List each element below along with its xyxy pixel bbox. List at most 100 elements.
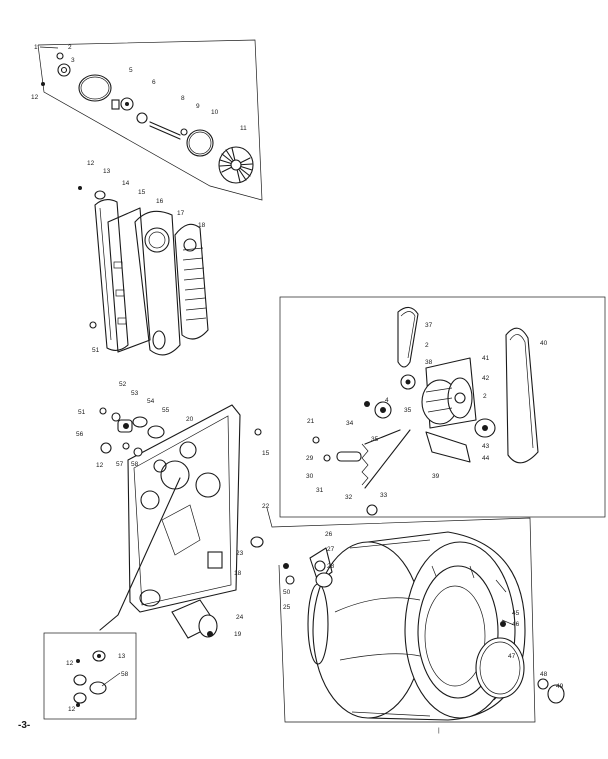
callout-label: 44 bbox=[482, 455, 490, 462]
blower-shaft bbox=[149, 121, 181, 136]
bottom-mark: | bbox=[438, 727, 440, 734]
callout-label: 39 bbox=[432, 473, 440, 480]
callout-label: 26 bbox=[325, 531, 333, 538]
callout-label: 51 bbox=[92, 347, 100, 354]
panel-opening bbox=[160, 460, 190, 490]
callout-label: 5 bbox=[129, 67, 133, 74]
callout-label: 20 bbox=[186, 416, 194, 423]
wire-harness bbox=[99, 477, 181, 631]
drive-belt bbox=[397, 306, 419, 368]
callout-label: 58 bbox=[131, 461, 139, 468]
callout-label: 56 bbox=[76, 431, 84, 438]
drive-motor bbox=[421, 377, 473, 425]
duct-panel bbox=[107, 207, 151, 353]
callout-label: 23 bbox=[236, 550, 244, 557]
callout-label: 12 bbox=[68, 706, 76, 713]
callout-label: 2 bbox=[68, 44, 72, 51]
rear-panel bbox=[127, 404, 241, 613]
motor-bracket bbox=[425, 431, 471, 463]
blower-wheel bbox=[218, 146, 254, 184]
inset-box bbox=[43, 632, 137, 720]
bearing-part bbox=[136, 112, 148, 124]
callout-label: 35 bbox=[404, 407, 412, 414]
screw-part bbox=[89, 321, 97, 329]
callout-label: 12 bbox=[96, 462, 104, 469]
callout-label: 52 bbox=[119, 381, 127, 388]
foot-part bbox=[537, 678, 549, 690]
callout-label: 17 bbox=[177, 210, 185, 217]
callout-label: 48 bbox=[540, 671, 548, 678]
motor-assembly-box bbox=[279, 296, 606, 518]
callout-label: 2 bbox=[425, 342, 429, 349]
callout-label: 51 bbox=[78, 409, 86, 416]
callout-label: 6 bbox=[152, 79, 156, 86]
callout-label: 10 bbox=[211, 109, 219, 116]
bearing-part bbox=[57, 63, 71, 77]
callout-label: 13 bbox=[118, 653, 126, 660]
callout-label: 12 bbox=[66, 660, 74, 667]
callout-label: 12 bbox=[87, 160, 95, 167]
screw-part bbox=[41, 82, 45, 86]
idler-belt bbox=[505, 327, 539, 464]
callout-label: 18 bbox=[234, 570, 242, 577]
callout-label: 19 bbox=[234, 631, 242, 638]
callout-label: 55 bbox=[162, 407, 170, 414]
callout-label: 41 bbox=[482, 355, 490, 362]
callout-label: 32 bbox=[345, 494, 353, 501]
callout-label: 33 bbox=[380, 492, 388, 499]
blower-seal bbox=[186, 129, 214, 157]
callout-label: 54 bbox=[147, 398, 155, 405]
thermostat-parts bbox=[99, 407, 165, 457]
callout-label: 2 bbox=[483, 393, 487, 400]
inset-detail-group: 13 12 58 12 bbox=[43, 632, 137, 720]
idler-pulley-arm bbox=[312, 436, 362, 462]
rear-panel-group: 52 53 54 55 51 56 12 57 58 20 15 23 18 2… bbox=[76, 381, 270, 639]
seal-strip bbox=[94, 199, 129, 351]
callout-label: 46 bbox=[512, 621, 520, 628]
callout-label: 4 bbox=[385, 397, 389, 404]
screw-part bbox=[94, 190, 106, 200]
screw-part bbox=[56, 52, 64, 60]
callout-label: 29 bbox=[306, 455, 314, 462]
blower-assembly-group: 1 2 3 5 6 8 9 10 11 12 bbox=[31, 39, 263, 201]
callout-label: 15 bbox=[138, 189, 146, 196]
callout-label: 8 bbox=[181, 95, 185, 102]
callout-label: 50 bbox=[283, 589, 291, 596]
callout-label: 13 bbox=[103, 168, 111, 175]
drum-assembly-group: 22 26 27 28 50 25 45 46 4 bbox=[262, 503, 565, 734]
drum-assembly-outline bbox=[266, 507, 536, 723]
drum-rollers bbox=[283, 547, 333, 588]
callout-label: 57 bbox=[116, 461, 124, 468]
callout-label: 37 bbox=[425, 322, 433, 329]
callout-label: 3 bbox=[71, 57, 75, 64]
callout-label: 14 bbox=[122, 180, 130, 187]
callout-label: 16 bbox=[156, 198, 164, 205]
callout-label: 43 bbox=[482, 443, 490, 450]
callout-label: 1 bbox=[34, 44, 38, 51]
callout-label: 31 bbox=[316, 487, 324, 494]
callout-label: 12 bbox=[31, 94, 39, 101]
callout-label: 38 bbox=[425, 359, 433, 366]
motor-assembly-group: 37 2 38 41 40 42 4 34 35 39 21 29 30 31 … bbox=[279, 296, 606, 518]
drum-seal bbox=[475, 637, 525, 699]
callout-label: 35 bbox=[371, 436, 379, 443]
callout-label: 53 bbox=[131, 390, 139, 397]
callout-label: 30 bbox=[306, 473, 314, 480]
washer-part bbox=[250, 536, 264, 548]
blower-housing bbox=[134, 210, 181, 356]
idler-spring bbox=[361, 429, 411, 489]
callout-label: 15 bbox=[262, 450, 270, 457]
duct-assembly-group: 12 13 14 15 16 17 18 51 bbox=[78, 160, 209, 356]
callout-label: 9 bbox=[196, 103, 200, 110]
callout-label: 49 bbox=[556, 683, 564, 690]
callout-label: 40 bbox=[540, 340, 548, 347]
callout-label: 45 bbox=[512, 610, 520, 617]
drum-support-roller bbox=[171, 599, 218, 639]
nut-part bbox=[111, 99, 120, 110]
page-number: -3- bbox=[18, 720, 30, 731]
callout-label: 22 bbox=[262, 503, 270, 510]
callout-label: 21 bbox=[307, 418, 315, 425]
callout-label: 42 bbox=[482, 375, 490, 382]
callout-label: 47 bbox=[508, 653, 516, 660]
